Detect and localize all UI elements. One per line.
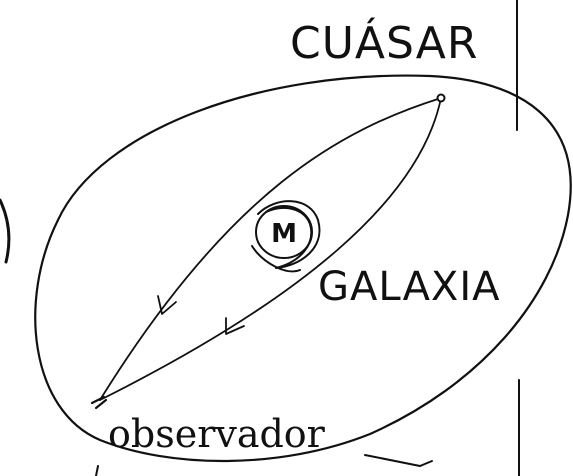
observer-point xyxy=(90,395,108,410)
quasar-point xyxy=(436,93,446,103)
arrow-left-path xyxy=(157,295,177,315)
light-path-right xyxy=(99,97,442,401)
frame-lines xyxy=(0,0,520,476)
observer-label: observador xyxy=(108,412,326,456)
lens-mass: M xyxy=(251,200,321,273)
spiral-tail xyxy=(251,245,301,273)
quasar-label: CUÁSAR xyxy=(290,16,478,69)
mass-label: M xyxy=(271,219,297,249)
galaxy-ellipse xyxy=(34,74,572,463)
galaxy-label: GALAXIA xyxy=(318,264,501,310)
spiral-swirl xyxy=(257,200,321,269)
light-path-left xyxy=(99,97,442,401)
arrow-right-path xyxy=(225,317,245,335)
mass-ellipse xyxy=(255,205,313,259)
